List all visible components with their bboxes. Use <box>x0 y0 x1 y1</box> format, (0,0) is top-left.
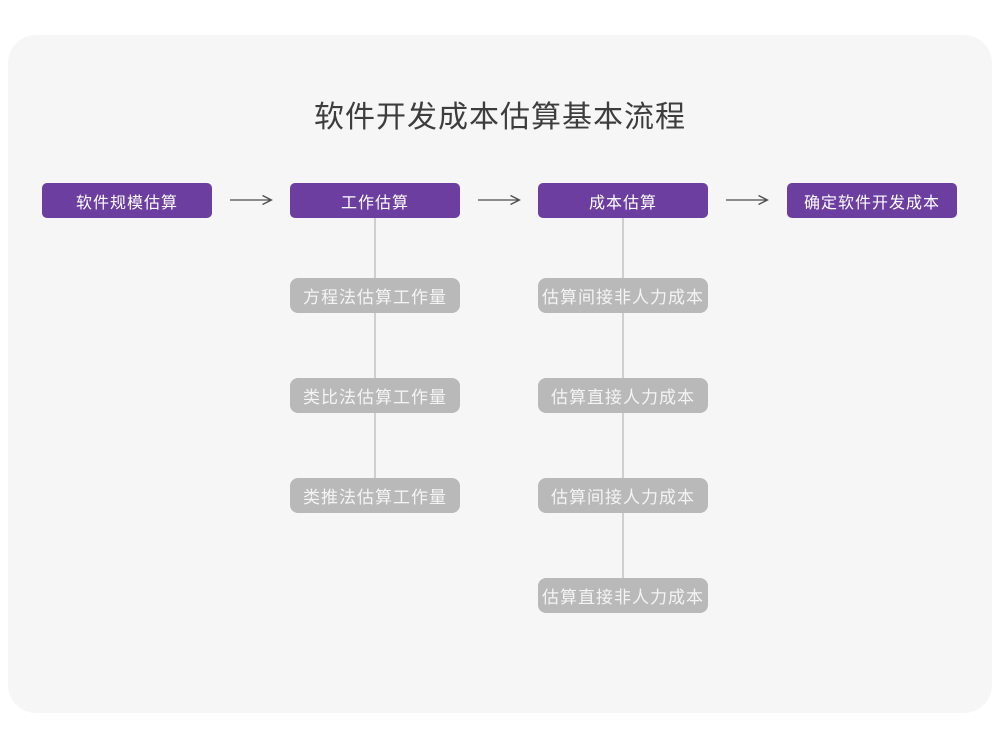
sub-node-direct-labor-cost: 估算直接人力成本 <box>538 378 708 413</box>
stage-node-label: 成本估算 <box>588 194 657 212</box>
stage-node-label: 工作估算 <box>340 194 409 212</box>
sub-node-label: 方程法估算工作量 <box>303 288 447 307</box>
sub-node-label: 估算间接人力成本 <box>551 488 695 507</box>
sub-node-label: 类推法估算工作量 <box>303 488 447 507</box>
right-arrow-icon <box>477 194 523 206</box>
sub-node-label: 估算直接人力成本 <box>551 388 695 407</box>
right-arrow-icon <box>229 194 275 206</box>
sub-node-indirect-labor-cost: 估算间接人力成本 <box>538 478 708 513</box>
stage-node-software-scale-estimation: 软件规模估算 <box>42 183 212 218</box>
stage-node-label: 软件规模估算 <box>75 194 178 212</box>
sub-node-equation-method: 方程法估算工作量 <box>290 278 460 313</box>
sub-node-label: 类比法估算工作量 <box>303 388 447 407</box>
connector-line-work-estimation <box>374 218 376 496</box>
right-arrow-icon <box>725 194 771 206</box>
sub-node-extrapolation-method: 类推法估算工作量 <box>290 478 460 513</box>
stage-node-determine-dev-cost: 确定软件开发成本 <box>787 183 957 218</box>
stage-node-work-estimation: 工作估算 <box>290 183 460 218</box>
stage-node-label: 确定软件开发成本 <box>803 194 940 212</box>
sub-node-label: 估算直接非人力成本 <box>542 588 704 607</box>
diagram-card <box>8 35 992 713</box>
sub-node-direct-nonlabor-cost: 估算直接非人力成本 <box>538 578 708 613</box>
sub-node-indirect-nonlabor-cost: 估算间接非人力成本 <box>538 278 708 313</box>
diagram-title: 软件开发成本估算基本流程 <box>314 101 686 134</box>
stage-node-cost-estimation: 成本估算 <box>538 183 708 218</box>
sub-node-analogy-method: 类比法估算工作量 <box>290 378 460 413</box>
sub-node-label: 估算间接非人力成本 <box>542 288 704 307</box>
